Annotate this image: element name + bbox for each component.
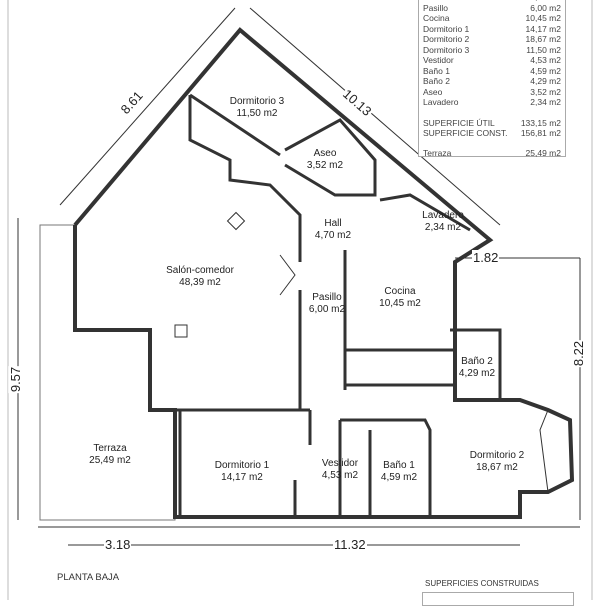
- dimension-1-82: 1.82: [472, 250, 500, 265]
- legend-room-area: 48,39 m2: [526, 0, 561, 3]
- util-label: SUPERFICIE ÚTIL: [423, 117, 495, 128]
- legend-room-area: 10,45 m2: [525, 13, 561, 23]
- legend-row: Cocina 10,45 m2: [423, 13, 561, 24]
- legend-room-name: Dormitorio 1: [423, 23, 470, 34]
- legend-room-name: Dormitorio 2: [423, 34, 470, 44]
- legend-row: Aseo 3,52 m2: [423, 87, 561, 98]
- terraza-label: Terraza: [423, 147, 452, 158]
- const-value: 156,81 m2: [520, 128, 561, 138]
- legend-room-area: 14,17 m2: [525, 23, 561, 34]
- legend-room-name: Baño 2: [423, 76, 450, 86]
- const-label: SUPERFICIE CONST.: [423, 128, 508, 138]
- legend-row: Pasillo 6,00 m2: [423, 3, 561, 14]
- legend-room-area: 4,53 m2: [530, 55, 561, 65]
- legend-row: Dormitorio 3 11,50 m2: [423, 45, 561, 56]
- legend-room-area: 4,29 m2: [530, 76, 561, 86]
- sheet-border: [7, 0, 593, 600]
- dimension-3-18: 3.18: [104, 537, 132, 552]
- legend-row: Dormitorio 2 18,67 m2: [423, 34, 561, 45]
- terraza-value: 25,49 m2: [525, 147, 561, 158]
- legend-room-area: 2,34 m2: [530, 97, 561, 107]
- util-value: 133,15 m2: [520, 117, 561, 128]
- legend-row: Baño 2 4,29 m2: [423, 76, 561, 87]
- legend-room-name: Vestidor: [423, 55, 454, 65]
- legend-row: Dormitorio 1 14,17 m2: [423, 24, 561, 35]
- legend-room-area: 18,67 m2: [525, 34, 561, 44]
- legend-room-area: 4,59 m2: [530, 65, 561, 76]
- surfaces-box: [422, 592, 574, 606]
- dimension-8-22: 8.22: [571, 339, 587, 368]
- surfaces-title: SUPERFICIES CONSTRUIDAS: [425, 579, 539, 588]
- legend-room-name: Baño 1: [423, 65, 450, 76]
- legend-row: Baño 1 4,59 m2: [423, 66, 561, 77]
- legend-row: Salón-comedor 48,39 m2: [423, 0, 561, 3]
- dimension-9-57: 9.57: [8, 365, 24, 394]
- legend-room-area: 11,50 m2: [526, 44, 561, 55]
- legend-room-name: Lavadero: [423, 97, 459, 107]
- dimension-11-32: 11.32: [333, 537, 367, 552]
- legend-room-name: Aseo: [423, 86, 443, 97]
- legend-room-name: Pasillo: [423, 2, 449, 13]
- legend-row: Lavadero 2,34 m2: [423, 97, 561, 108]
- legend-room-name: Salón-comedor: [423, 0, 481, 3]
- legend-room-area: 6,00 m2: [530, 2, 561, 13]
- legend-room-name: Cocina: [423, 13, 450, 23]
- plan-title: PLANTA BAJA: [57, 572, 120, 583]
- legend-row: Vestidor 4,53 m2: [423, 55, 561, 66]
- interior-walls: [150, 93, 502, 517]
- terraza-outline: [39, 224, 176, 521]
- legend-room-area: 3,52 m2: [530, 86, 561, 97]
- legend-room-name: Dormitorio 3: [423, 44, 470, 55]
